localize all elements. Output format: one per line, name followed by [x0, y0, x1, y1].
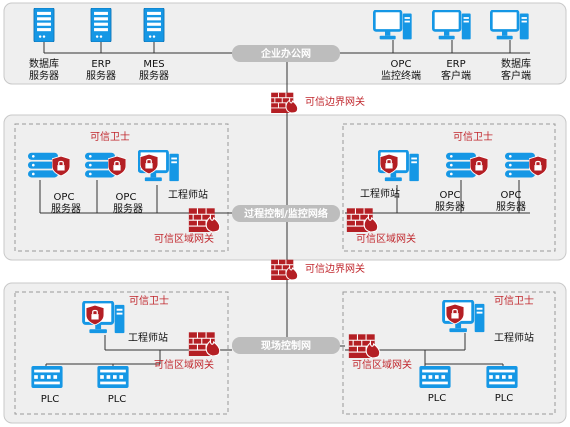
trusted-guard-label: 可信卫士 [494, 294, 534, 307]
plc-icon [486, 366, 518, 388]
process-right-zone [342, 123, 556, 252]
device-label: OPC [501, 190, 522, 201]
trusted-guard-label: 可信卫士 [90, 130, 130, 143]
svg-text:过程控制/监控网络: 过程控制/监控网络 [244, 207, 328, 220]
opc-server-right-1: OPC 服务器 [435, 152, 488, 213]
gateway-label: 可信区域网关 [154, 358, 214, 371]
gateway-label: 可信区域网关 [356, 232, 416, 245]
device-label: 工程师站 [168, 188, 208, 201]
device-label: OPC [54, 192, 75, 203]
opc-monitor-terminal: OPC 监控终端 [373, 10, 421, 82]
device-label: ERP [446, 59, 465, 70]
opc-server-right-2: OPC 服务器 [496, 152, 547, 213]
device-label: 工程师站 [128, 331, 168, 344]
engineer-station-process-right: 工程师站 [360, 150, 420, 200]
device-label: OPC [116, 192, 137, 203]
device-label: 服务器 [435, 200, 465, 213]
device-label: 工程师站 [494, 331, 534, 344]
gateway-label: 可信区域网关 [154, 232, 214, 245]
plc-right-1: PLC [419, 366, 451, 404]
device-label: OPC [440, 190, 461, 201]
device-label: OPC [391, 59, 412, 70]
database-client: 数据库 客户端 [490, 10, 531, 82]
boundary-gateway-top: 可信边界网关 [271, 92, 365, 113]
svg-text:现场控制网: 现场控制网 [261, 339, 311, 352]
plc-icon [31, 366, 63, 388]
device-label: 工程师站 [360, 187, 400, 200]
process-left-zone [14, 123, 229, 252]
process-network-label: 过程控制/监控网络 [232, 205, 340, 222]
zone-gateway-field-left: 可信区域网关 [154, 331, 221, 371]
server-icon [90, 8, 112, 42]
server-icon [33, 8, 55, 42]
server-icon [143, 8, 165, 42]
zone-gateway-field-right: 可信区域网关 [348, 333, 412, 371]
gateway-label: 可信边界网关 [305, 262, 365, 275]
svg-text:企业办公网: 企业办公网 [260, 47, 311, 60]
device-label: MES [143, 59, 164, 70]
device-label: 服务器 [29, 69, 59, 82]
plc-icon [419, 366, 451, 388]
erp-client: ERP 客户端 [432, 10, 472, 82]
plc-icon [97, 366, 129, 388]
plc-left-2: PLC [97, 366, 129, 405]
gateway-label: 可信边界网关 [305, 95, 365, 108]
engineer-station-field-right: 工程师站 [442, 300, 534, 344]
enterprise-network-label: 企业办公网 [232, 45, 340, 62]
device-label: PLC [108, 394, 127, 405]
field-network-label: 现场控制网 [232, 337, 340, 354]
opc-server-left-1: OPC 服务器 [28, 152, 81, 215]
erp-server: ERP 服务器 [86, 8, 116, 82]
zone-gateway-process-left: 可信区域网关 [154, 207, 221, 245]
trusted-guard-label: 可信卫士 [129, 294, 169, 307]
device-label: 客户端 [501, 69, 531, 82]
device-label: PLC [495, 393, 514, 404]
field-left-zone [14, 291, 229, 415]
device-label: 服务器 [113, 202, 143, 215]
device-label: 服务器 [86, 69, 116, 82]
device-label: 数据库 [501, 57, 531, 70]
firewall-icon [271, 92, 299, 113]
plc-right-2: PLC [486, 366, 518, 404]
firewall-icon [271, 259, 299, 280]
device-label: PLC [428, 393, 447, 404]
device-label: 监控终端 [381, 69, 421, 82]
trusted-guard-label: 可信卫士 [453, 130, 493, 143]
opc-server-left-2: OPC 服务器 [85, 152, 143, 215]
device-label: 服务器 [51, 202, 81, 215]
database-server: 数据库 服务器 [29, 8, 59, 82]
device-label: ERP [91, 59, 110, 70]
field-right-zone [342, 291, 556, 415]
plc-left-1: PLC [31, 366, 63, 405]
mes-server: MES 服务器 [139, 8, 169, 82]
engineer-station-process-left: 工程师站 [138, 150, 208, 201]
device-label: 客户端 [441, 69, 471, 82]
boundary-gateway-bottom: 可信边界网关 [271, 259, 365, 280]
zone-gateway-process-right: 可信区域网关 [346, 207, 416, 245]
device-label: 服务器 [139, 69, 169, 82]
gateway-label: 可信区域网关 [352, 358, 412, 371]
device-label: 数据库 [29, 57, 59, 70]
device-label: 服务器 [496, 200, 526, 213]
device-label: PLC [41, 394, 60, 405]
engineer-station-field-left: 工程师站 [82, 301, 168, 344]
